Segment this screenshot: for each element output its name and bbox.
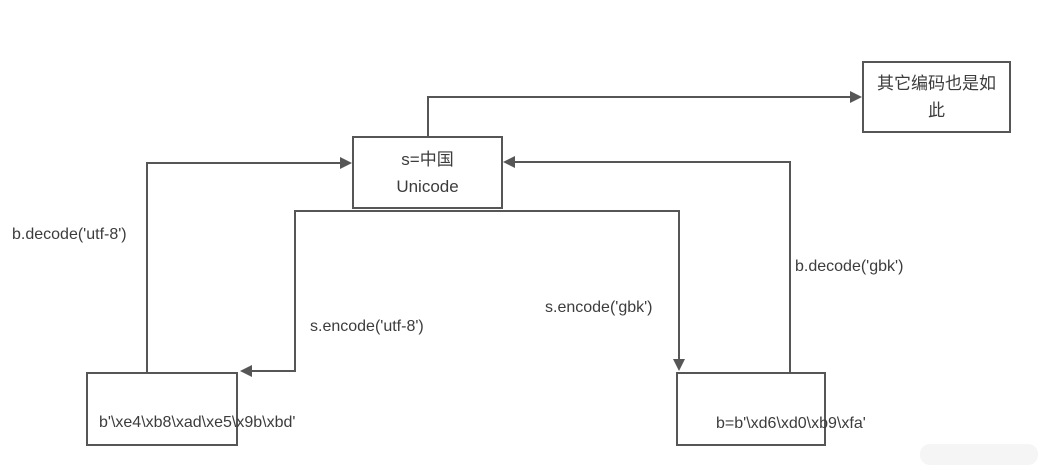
edge-encode-utf8-horizontal: [252, 370, 296, 372]
watermark-artifact: [920, 444, 1038, 465]
node-gbk-bytes: b=b'\xd6\xd0\xb9\xfa': [676, 372, 866, 446]
arrowhead-left-icon: [240, 365, 252, 377]
edge-encode-utf8-vertical: [294, 210, 296, 372]
edge-decode-gbk-horizontal: [515, 161, 791, 163]
edge-label-decode-gbk: b.decode('gbk'): [795, 258, 904, 275]
edge-label-decode-utf8: b.decode('utf-8'): [12, 226, 127, 243]
edge-to-other-vertical: [427, 97, 429, 136]
node-unicode-line1: s=中国: [401, 149, 454, 169]
edge-label-encode-utf8: s.encode('utf-8'): [310, 318, 424, 335]
edge-decode-gbk-vertical: [789, 161, 791, 372]
node-utf8-bytes: b'\xe4\xb8\xad\xe5\x9b\xbd': [86, 372, 295, 446]
edge-encode-gbk-vertical: [678, 210, 680, 359]
node-utf8-bytes-text: b'\xe4\xb8\xad\xe5\x9b\xbd': [99, 414, 296, 431]
node-unicode-line2: Unicode: [396, 176, 459, 196]
edge-decode-utf8-vertical: [146, 162, 148, 372]
arrowhead-right-icon: [850, 91, 862, 103]
node-other-encodings: 其它编码也是如 此: [862, 61, 1011, 133]
edge-decode-utf8-horizontal: [146, 162, 340, 164]
node-unicode-string: s=中国 Unicode: [352, 136, 503, 209]
arrowhead-down-icon: [673, 359, 685, 371]
arrowhead-right-icon: [340, 157, 352, 169]
edge-label-encode-gbk: s.encode('gbk'): [545, 299, 653, 316]
arrowhead-left-icon: [503, 156, 515, 168]
node-other-line2: 此: [928, 101, 945, 120]
edge-to-other-horizontal: [427, 96, 850, 98]
node-gbk-bytes-text: b=b'\xd6\xd0\xb9\xfa': [716, 415, 866, 432]
edge-under-box-horizontal: [294, 210, 680, 212]
node-other-line1: 其它编码也是如: [877, 74, 996, 93]
